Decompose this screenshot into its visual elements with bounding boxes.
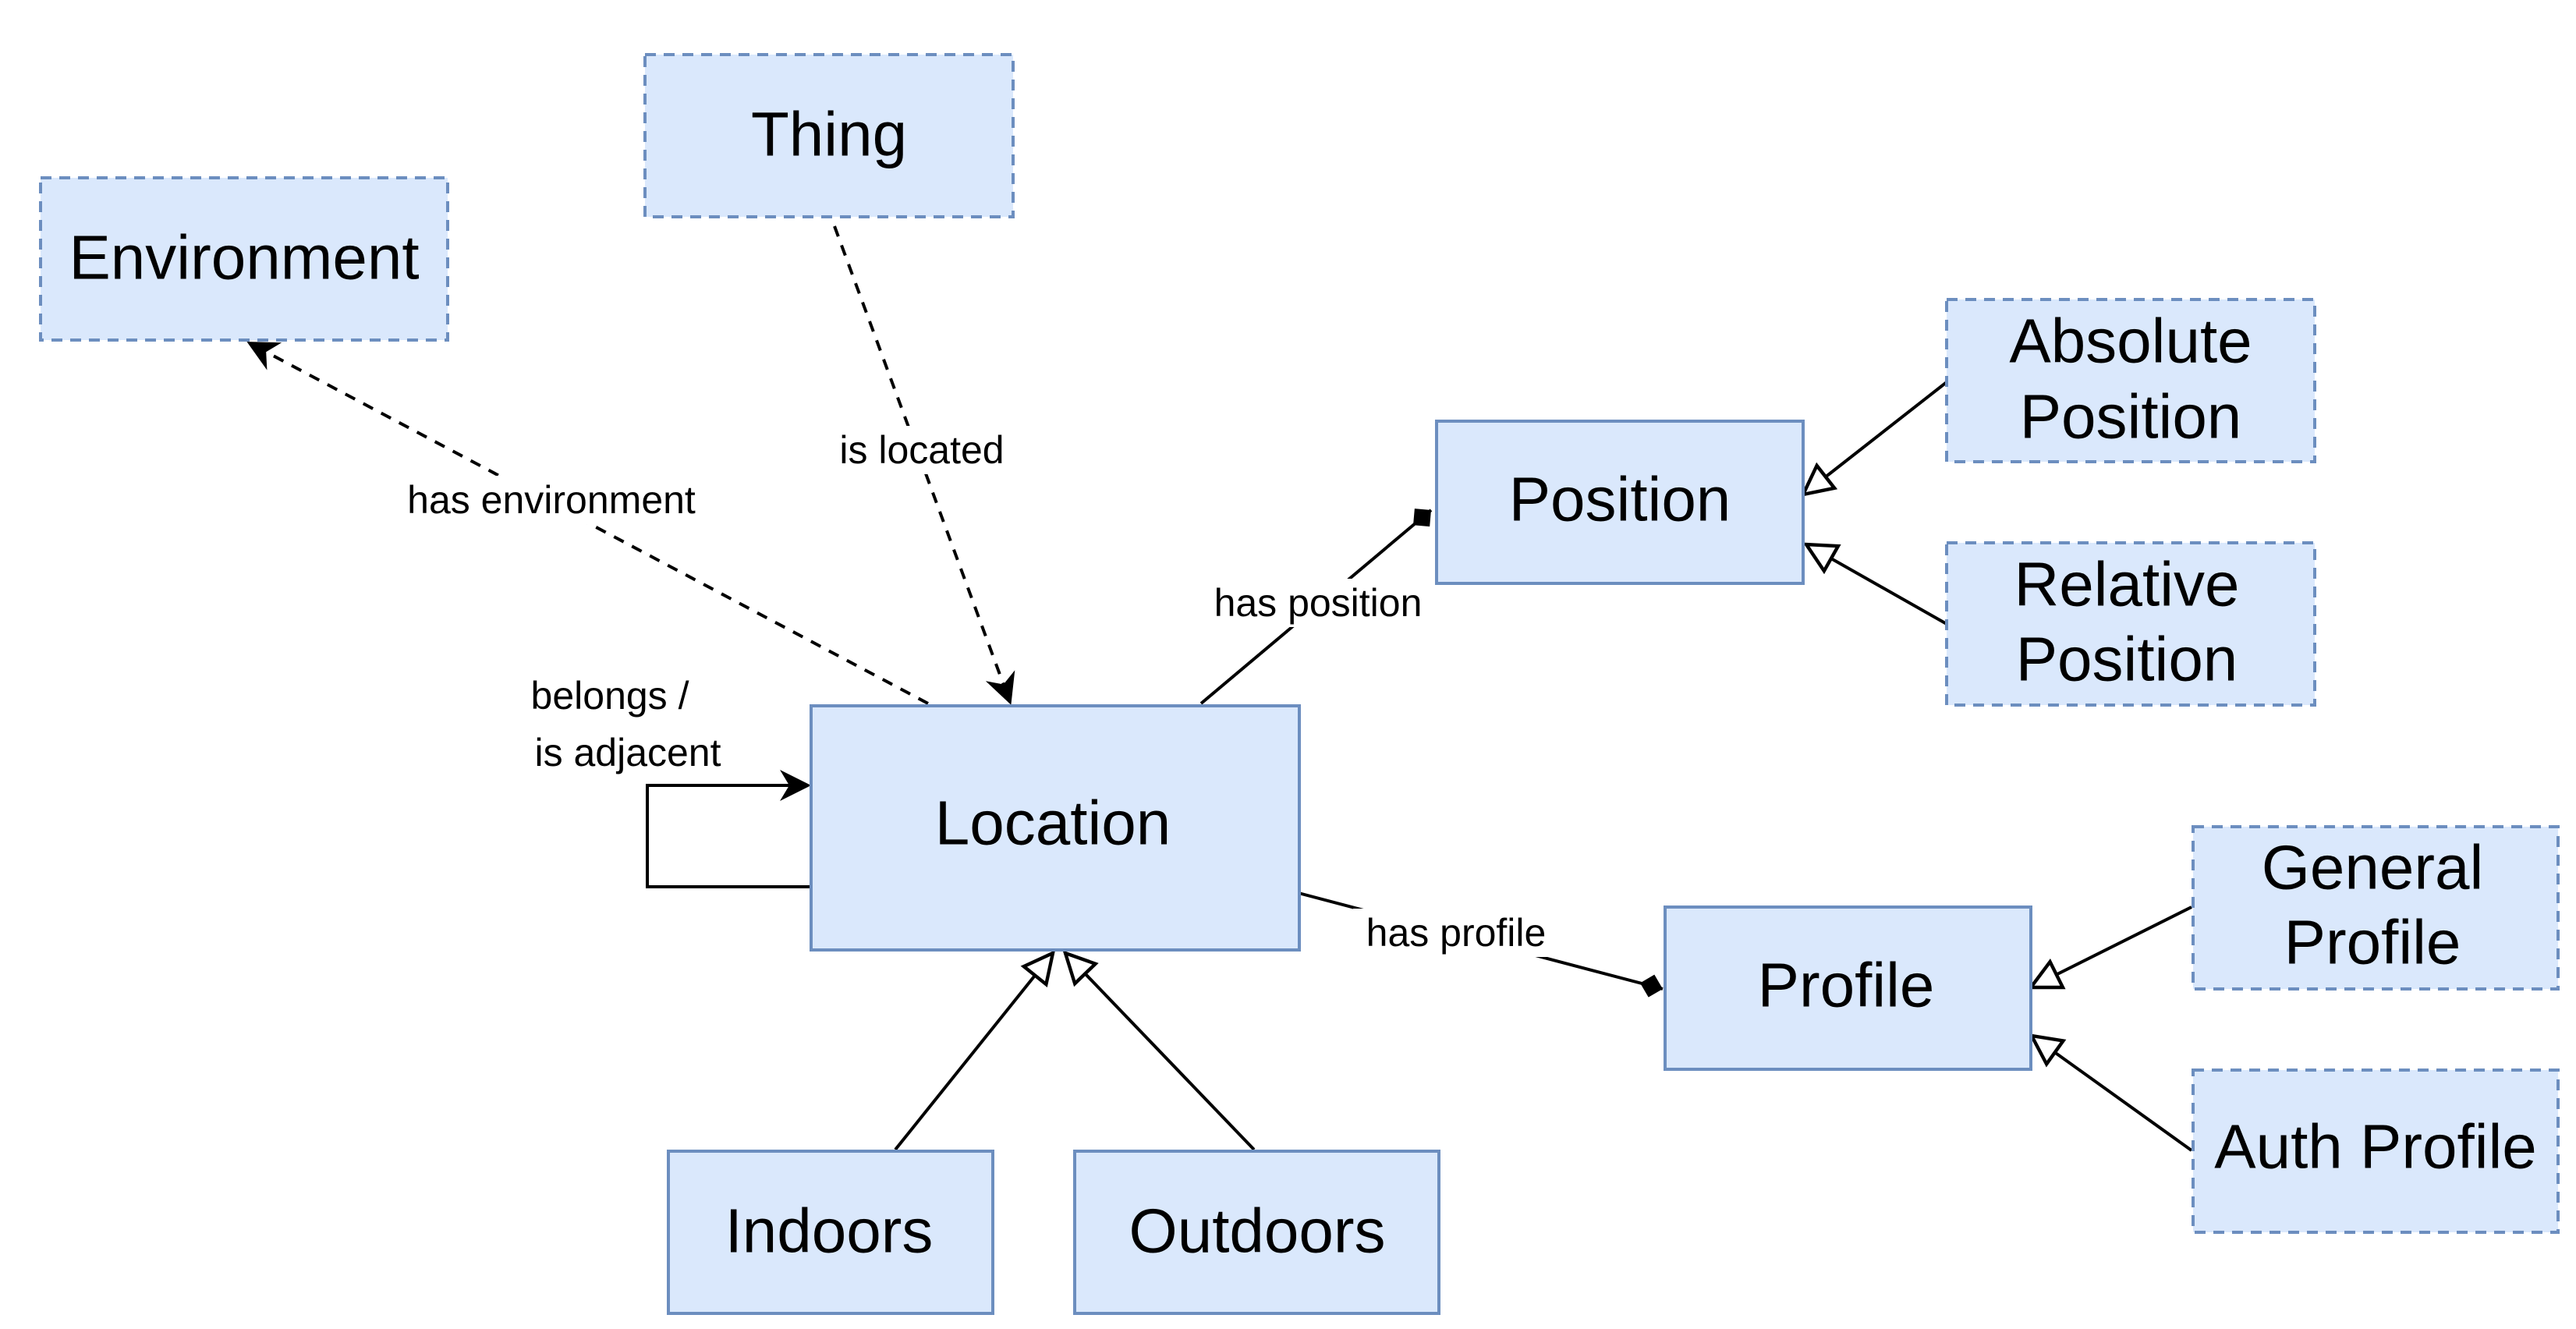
svg-text:belongs /: belongs / (531, 674, 689, 718)
edge-label-has-position: has position (1195, 579, 1441, 627)
edge-label-has-profile: has profile (1353, 909, 1559, 957)
svg-text:Profile: Profile (2284, 908, 2461, 977)
svg-text:Auth Profile: Auth Profile (2214, 1112, 2537, 1182)
svg-text:has position: has position (1214, 581, 1423, 625)
svg-text:Relative: Relative (2014, 550, 2239, 619)
edge-absolute-position-generalization (1803, 381, 1948, 494)
svg-text:Location: Location (935, 789, 1171, 858)
svg-text:Position: Position (2020, 382, 2242, 452)
node-thing: Thing (643, 53, 1015, 218)
svg-text:is located: is located (839, 428, 1004, 472)
node-absolute-position: Absolute Position (1945, 298, 2316, 463)
node-indoors: Indoors (667, 1150, 994, 1315)
node-profile: Profile (1664, 905, 2032, 1071)
svg-text:Profile: Profile (1758, 951, 1935, 1020)
svg-text:General: General (2262, 833, 2484, 902)
svg-text:Outdoors: Outdoors (1129, 1196, 1385, 1266)
edge-indoors-generalization (894, 953, 1053, 1151)
edge-auth-profile-generalization (2032, 1036, 2193, 1152)
edge-general-profile-generalization (2031, 905, 2192, 987)
svg-text:has environment: has environment (407, 478, 696, 522)
svg-text:Thing: Thing (751, 100, 907, 169)
edge-label-is-located: is located (823, 426, 1022, 474)
svg-text:Position: Position (1509, 465, 1731, 534)
node-general-profile: General Profile (2192, 825, 2560, 991)
edge-relative-position-generalization (1806, 544, 1947, 626)
edge-label-has-environment: has environment (382, 476, 721, 524)
edge-label-belongs-adjacent: belongs / is adjacent (531, 674, 721, 774)
edge-outdoors-generalization (1065, 953, 1256, 1151)
node-auth-profile: Auth Profile (2192, 1069, 2560, 1234)
svg-text:Environment: Environment (69, 223, 419, 292)
svg-text:Absolute: Absolute (2009, 307, 2252, 376)
edge-belongs-adjacent-loop (646, 770, 811, 888)
svg-text:Indoors: Indoors (725, 1196, 934, 1266)
node-relative-position: Relative Position (1945, 541, 2316, 707)
svg-text:is adjacent: is adjacent (534, 731, 721, 774)
node-location: Location (810, 704, 1301, 952)
node-position: Position (1435, 420, 1805, 585)
node-environment: Environment (39, 176, 449, 342)
svg-text:has profile: has profile (1366, 911, 1547, 955)
svg-text:Position: Position (2016, 625, 2238, 694)
edge-has-environment (246, 342, 929, 705)
node-outdoors: Outdoors (1073, 1150, 1440, 1315)
